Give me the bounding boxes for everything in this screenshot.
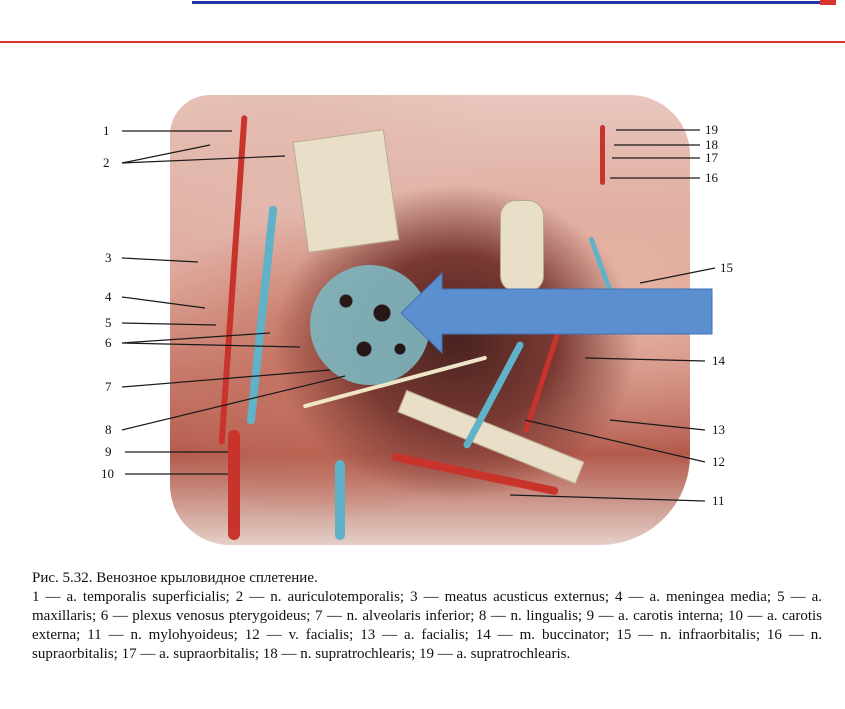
label-9: 9 xyxy=(105,444,112,459)
header-divider xyxy=(0,41,845,43)
carotis-artery xyxy=(228,430,240,540)
leader-2a xyxy=(121,144,211,164)
header-rule-red-accent xyxy=(820,0,836,5)
leader-3 xyxy=(121,257,199,263)
label-6: 6 xyxy=(105,335,112,350)
label-14: 14 xyxy=(712,353,725,368)
label-17: 17 xyxy=(705,150,718,165)
leader-4 xyxy=(121,296,206,309)
label-11: 11 xyxy=(712,493,725,508)
leader-6b xyxy=(121,342,301,348)
leader-2b xyxy=(121,155,286,164)
label-3: 3 xyxy=(105,250,112,265)
label-16: 16 xyxy=(705,170,718,185)
caption-legend: 1 — a. temporalis superficialis; 2 — n. … xyxy=(32,589,822,662)
label-13: 13 xyxy=(712,422,725,437)
label-4: 4 xyxy=(105,289,112,304)
label-18: 18 xyxy=(705,137,718,152)
label-10: 10 xyxy=(101,466,114,481)
leader-6a xyxy=(121,332,271,344)
label-8: 8 xyxy=(105,422,112,437)
leader-8 xyxy=(121,375,346,431)
leader-15 xyxy=(639,267,716,284)
leader-5 xyxy=(121,322,217,326)
leader-14 xyxy=(584,357,706,362)
label-1: 1 xyxy=(103,123,110,138)
label-7: 7 xyxy=(105,379,112,394)
label-15: 15 xyxy=(720,260,733,275)
header-rule-blue xyxy=(192,1,820,4)
label-5: 5 xyxy=(105,315,112,330)
neck-vein xyxy=(335,460,345,540)
figure-caption: Рис. 5.32. Венозное крыловидное сплетени… xyxy=(32,569,822,664)
leader-13 xyxy=(609,419,706,431)
label-12: 12 xyxy=(712,454,725,469)
leader-12 xyxy=(524,419,706,463)
caption-title: Рис. 5.32. Венозное крыловидное сплетени… xyxy=(32,570,318,586)
pterygoid-venous-plexus xyxy=(310,265,430,385)
supraorbital-artery xyxy=(600,125,605,185)
leader-11 xyxy=(509,494,706,502)
label-2: 2 xyxy=(103,155,110,170)
leader-7 xyxy=(121,369,331,388)
label-19: 19 xyxy=(705,122,718,137)
pointer-arrow-shape xyxy=(400,271,713,355)
mandible-ramus-cut xyxy=(500,200,544,292)
